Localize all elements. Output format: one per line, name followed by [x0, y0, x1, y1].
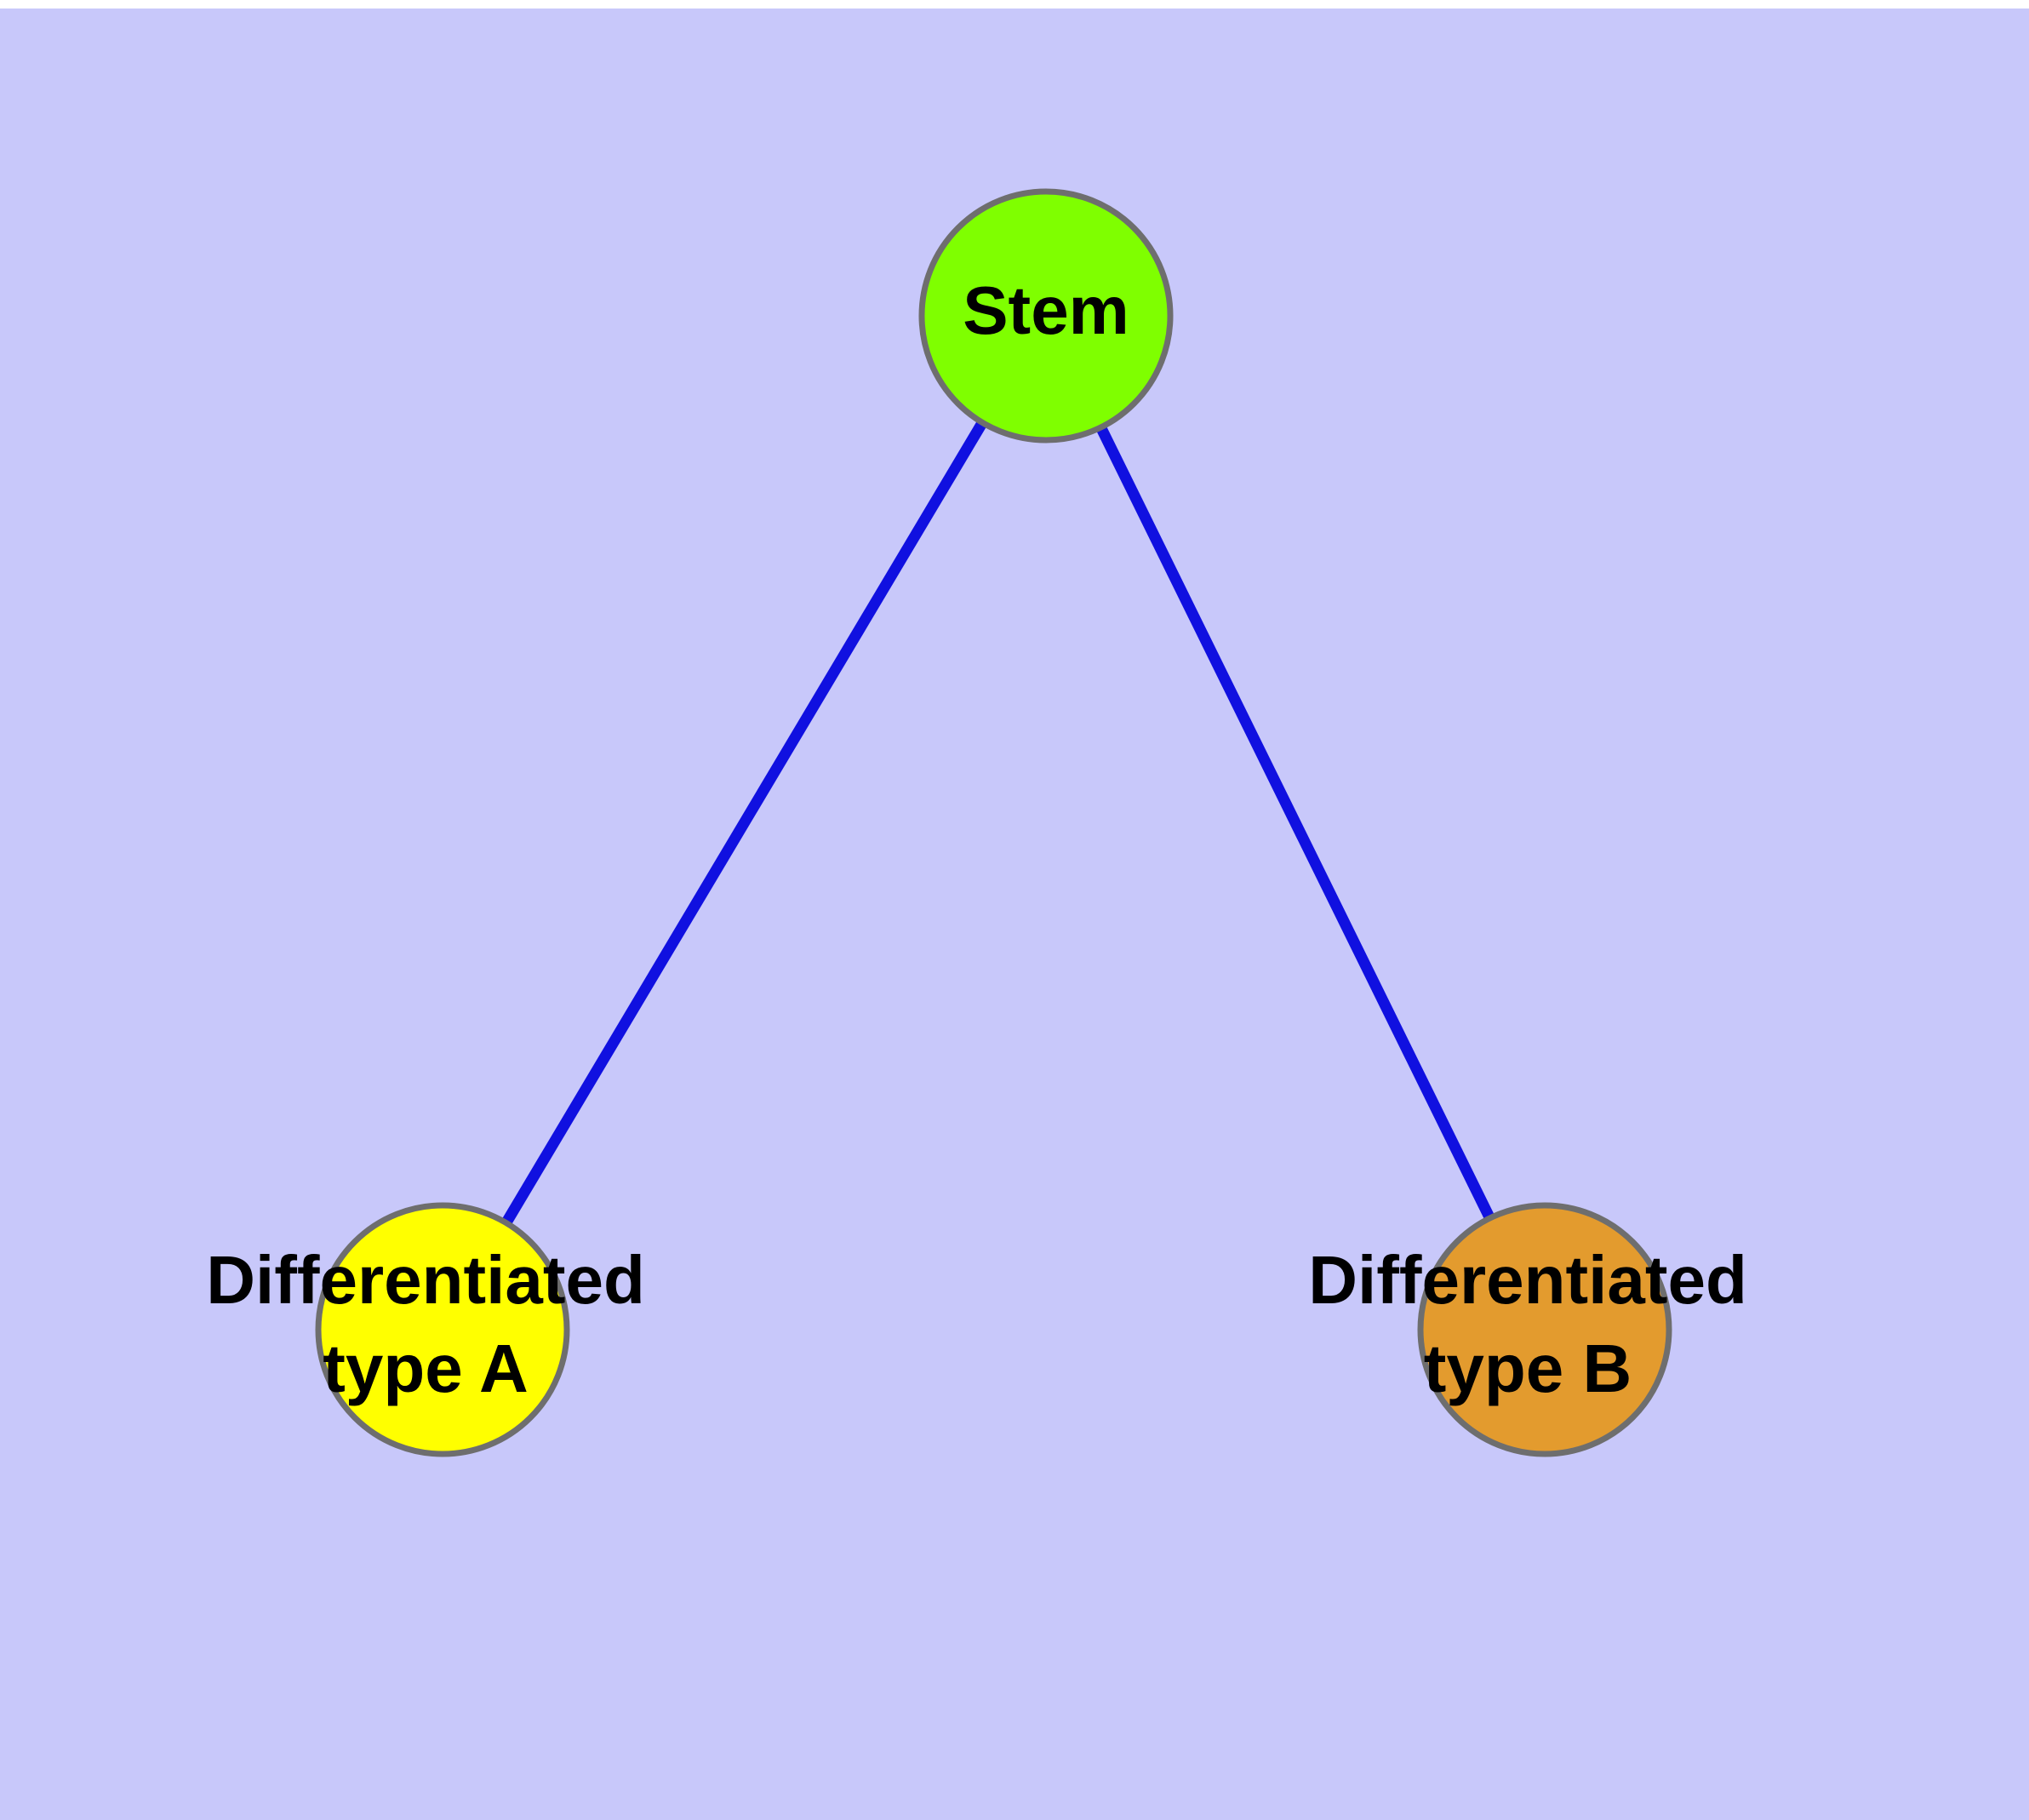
node-label-differentiated-type-b-line2: type B [1424, 1331, 1632, 1406]
node-stem[interactable] [918, 188, 1174, 444]
edge-stem-to-differentiated-type-b[interactable] [1041, 313, 1550, 1332]
node-differentiated-type-a[interactable] [315, 1202, 570, 1457]
node-label-stem: Stem [963, 272, 1129, 348]
node-label-differentiated-type-b-line1: Differentiated [1308, 1242, 1747, 1318]
edges-layer [437, 312, 1550, 1333]
node-differentiated-type-b[interactable] [1417, 1202, 1672, 1457]
node-label-differentiated-type-a-line2: type A [323, 1331, 529, 1406]
node-label-differentiated-type-a-line1: Differentiated [206, 1242, 645, 1318]
labels-layer: Stem Differentiated type A Differentiate… [206, 272, 1747, 1406]
nodes-layer [315, 188, 1672, 1457]
edge-stem-to-differentiated-type-a[interactable] [437, 312, 1051, 1333]
